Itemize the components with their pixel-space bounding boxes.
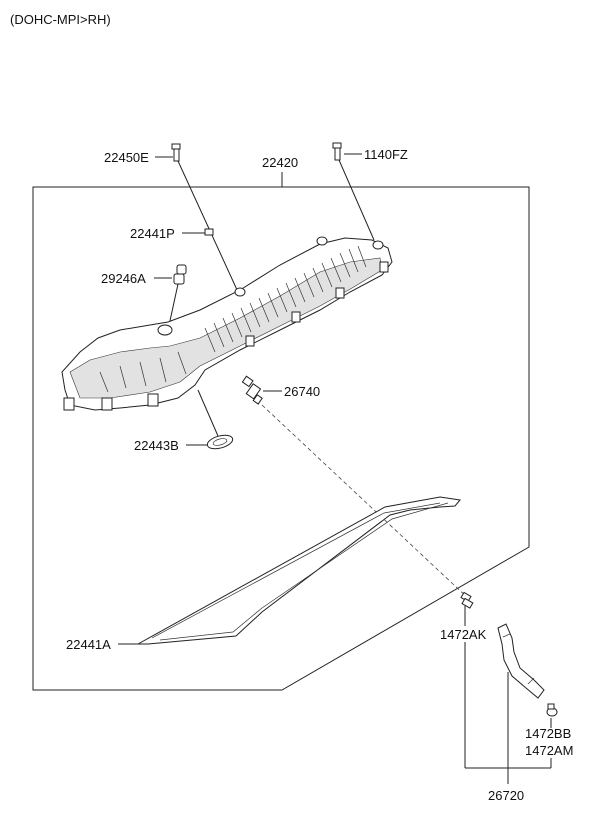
- cover-foot-4: [245, 335, 255, 347]
- routing-line-26740: [261, 404, 471, 601]
- hose-26720: [497, 623, 545, 699]
- pcv-valve-26740-icon: [241, 375, 263, 405]
- bolt-1140FZ-icon: [332, 142, 342, 161]
- label-22450E: 22450E: [104, 150, 149, 165]
- label-1472AM: 1472AM: [525, 743, 573, 758]
- gasket-22441A: [136, 496, 461, 645]
- bolt-boss-1: [234, 287, 246, 297]
- washer-22441P-icon: [204, 228, 214, 236]
- axis-22443B: [197, 389, 219, 437]
- clamp-1472BB-icon: [546, 703, 558, 717]
- cover-foot-1: [63, 397, 75, 411]
- cover-foot-3: [147, 393, 159, 407]
- bolt-boss-3: [372, 240, 384, 250]
- axis-22450E: [177, 160, 239, 293]
- cover-foot-5: [291, 311, 301, 323]
- clip-1472AK-icon: [460, 591, 474, 609]
- gasket-22443B-icon: [206, 434, 234, 450]
- bolt-22450E-icon: [171, 143, 181, 162]
- label-26720: 26720: [488, 788, 524, 803]
- label-1140FZ: 1140FZ: [364, 147, 408, 162]
- sensor-29246A-icon: [173, 264, 187, 285]
- cover-ribs: [99, 245, 367, 393]
- label-22441A: 22441A: [66, 637, 111, 652]
- label-1472AK: 1472AK: [440, 627, 487, 642]
- cover-foot-6: [335, 287, 345, 299]
- label-1472BB: 1472BB: [525, 726, 571, 741]
- variant-header: (DOHC-MPI>RH): [10, 12, 111, 27]
- label-22441P: 22441P: [130, 226, 175, 241]
- bolt-boss-2: [316, 236, 328, 246]
- label-22443B: 22443B: [134, 438, 179, 453]
- cover-foot-2: [101, 397, 113, 411]
- assembly-frame: [32, 186, 530, 691]
- oil-filler-port: [157, 324, 173, 336]
- label-26740: 26740: [284, 384, 320, 399]
- cover-foot-7: [379, 261, 389, 273]
- valve-cover-22420: [61, 236, 393, 411]
- label-22420: 22420: [262, 155, 298, 170]
- label-29246A: 29246A: [101, 271, 146, 286]
- axis-1140FZ: [338, 159, 375, 241]
